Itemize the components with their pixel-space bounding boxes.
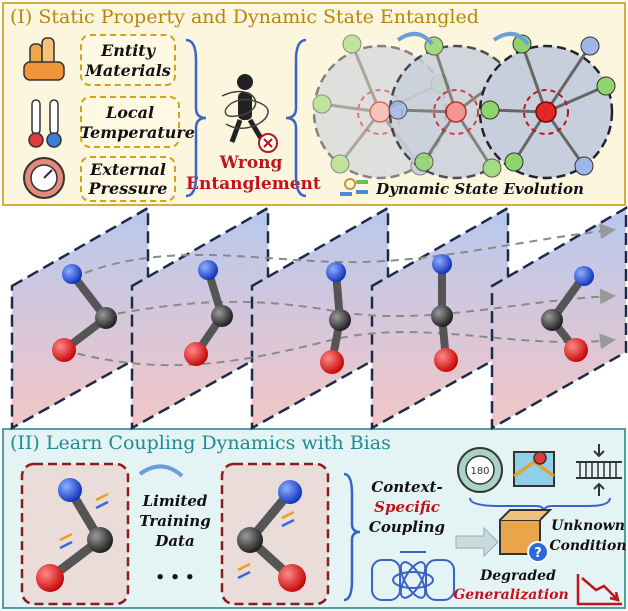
molecule-frame-5 — [541, 266, 594, 362]
svg-text:?: ? — [534, 546, 542, 561]
molecule-frame-1 — [52, 264, 117, 362]
factor-temperature-line1: Local — [105, 103, 155, 122]
atom-coupling-icon — [371, 551, 455, 601]
gauge-reading: 180 — [470, 466, 489, 477]
map-pin-icon — [513, 451, 555, 487]
trajectory-plane-3 — [250, 205, 390, 431]
data-label: Data — [155, 532, 195, 550]
generalization-label: Generalization — [453, 587, 569, 603]
condition-label: Condition — [549, 538, 627, 554]
factor-box-materials — [80, 34, 176, 86]
wrong-label: Wrong — [219, 153, 283, 173]
unknown-box-icon: ? — [499, 509, 553, 563]
factor-box-pressure — [80, 156, 176, 202]
left-brace — [185, 38, 207, 198]
pressure-gauge-icon — [23, 157, 65, 199]
evolution-arrow-1 — [396, 32, 434, 46]
context-label: Context- — [371, 478, 443, 496]
molecule-frame-3 — [320, 262, 351, 374]
cancel-x-icon — [258, 133, 278, 153]
factor-temperature-line2: Temperature — [80, 123, 195, 142]
factor-box-temperature — [80, 96, 180, 148]
decline-chart-icon — [576, 574, 622, 606]
coupling-label: Coupling — [368, 518, 446, 536]
evolution-arrow-2 — [492, 32, 530, 46]
dynamic-state-evolution-label: Dynamic State Evolution — [376, 180, 584, 198]
speedometer-icon: 180 — [457, 447, 503, 493]
material-cylinders-icon — [23, 37, 65, 81]
molecule-box-right — [220, 462, 330, 606]
limited-label: Limited — [142, 492, 208, 510]
state-graph-3 — [478, 34, 616, 180]
unknown-label: Unknown — [551, 518, 625, 534]
training-arrow — [138, 464, 184, 478]
top-panel-title: (I) Static Property and Dynamic State En… — [10, 6, 479, 28]
molecule-frame-2 — [184, 260, 233, 366]
tangled-person-icon — [221, 74, 269, 143]
molecule-coupling-right — [237, 480, 306, 592]
degraded-label: Degraded — [480, 568, 556, 584]
molecule-coupling-left — [36, 478, 113, 592]
to-unknown-arrow — [455, 526, 499, 558]
trajectory-plane-1 — [10, 205, 150, 431]
factor-materials-line1: Entity — [101, 41, 155, 60]
swap-arrows-icon — [59, 492, 109, 550]
gear-list-icon — [340, 178, 368, 196]
trajectory-plane-2 — [130, 205, 270, 431]
specific-label: Specific — [374, 498, 440, 516]
entanglement-label: Entanglement — [186, 174, 321, 194]
bottom-brace — [343, 472, 361, 602]
factor-pressure-line2: Pressure — [88, 179, 168, 198]
factor-pressure-line1: External — [90, 160, 166, 179]
training-label: Training — [139, 512, 211, 530]
factor-materials-line2: Materials — [85, 61, 171, 80]
thermometer-icon — [28, 99, 62, 148]
swap-arrows-icon-2 — [237, 510, 295, 580]
right-brace — [285, 38, 307, 198]
compression-icon — [576, 444, 622, 496]
molecule-frame-4 — [431, 254, 458, 372]
bottom-panel-title: (II) Learn Coupling Dynamics with Bias — [10, 432, 391, 454]
ellipsis-label: • • • — [155, 568, 195, 586]
